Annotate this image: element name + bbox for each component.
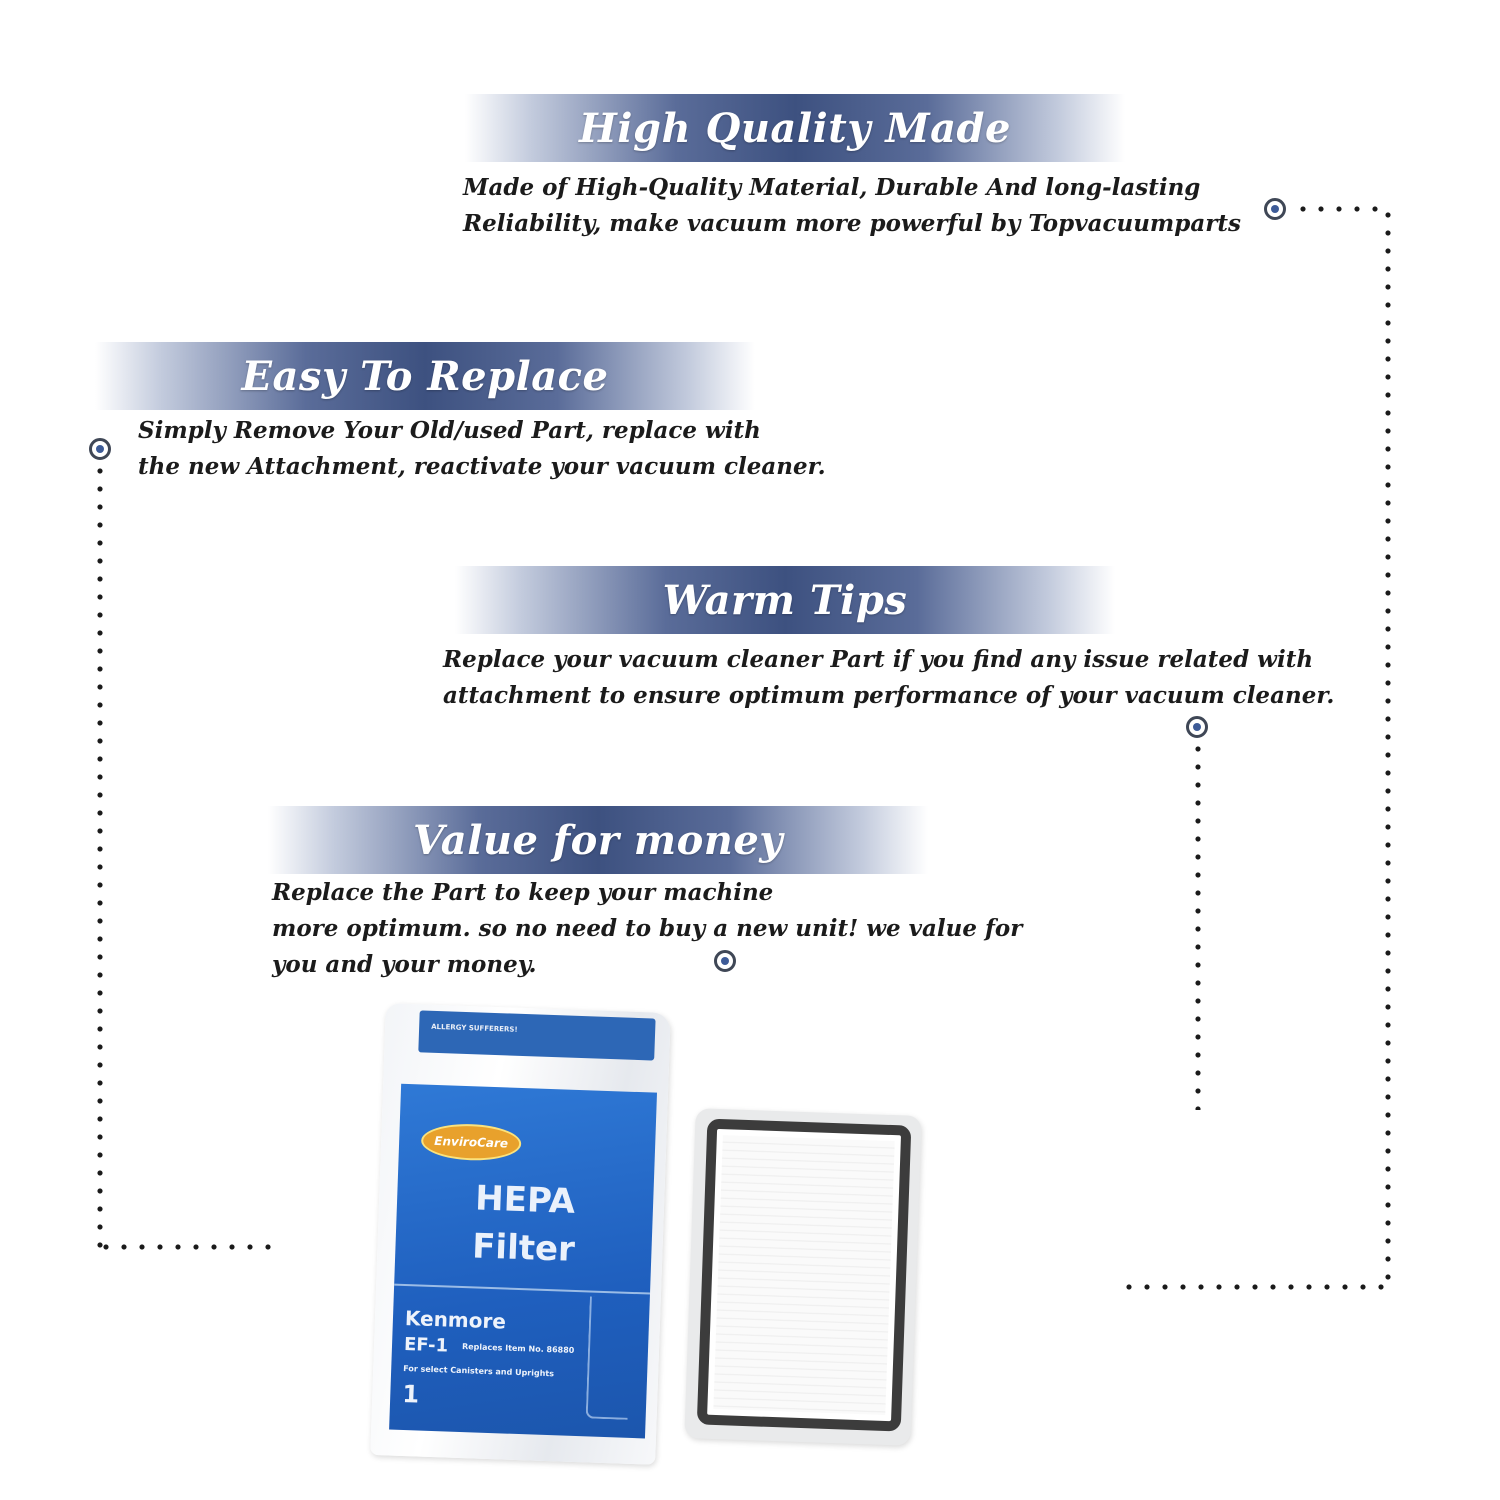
package-label: EnviroCare HEPA Filter Kenmore EF-1 Repl… (389, 1083, 658, 1439)
package-replaces-line: Replaces Item No. 86880 (461, 1342, 575, 1355)
banner-easy-replace: Easy To Replace (95, 342, 755, 410)
package-brand-line: Kenmore (404, 1306, 507, 1334)
section-description: Simply Remove Your Old/used Part, replac… (138, 413, 826, 485)
filter-media (713, 1135, 895, 1415)
dotted-connector (1195, 740, 1201, 1110)
dotted-connector (97, 1244, 279, 1250)
bullet-marker-icon (714, 950, 736, 972)
package-header-text: ALLERGY SUFFERERS! (431, 1022, 518, 1034)
package-divider (394, 1283, 651, 1295)
description-line: attachment to ensure optimum performance… (443, 682, 1335, 709)
package-header: ALLERGY SUFFERERS! (418, 1010, 656, 1061)
brand-logo-text: EnviroCare (434, 1133, 509, 1151)
vacuum-illustration-icon (585, 1296, 632, 1420)
hepa-filter-panel (684, 1108, 922, 1446)
dotted-connector (1120, 1284, 1392, 1290)
package-title-filter: Filter (471, 1226, 576, 1270)
section-description: Replace the Part to keep your machine mo… (272, 875, 1022, 983)
bullet-marker-icon (1264, 198, 1286, 220)
description-line: Replace your vacuum cleaner Part if you … (443, 646, 1314, 673)
banner-value-money: Value for money (268, 806, 928, 874)
description-line: Reliability, make vacuum more powerful b… (463, 210, 1241, 237)
package-select-line: For select Canisters and Uprights (403, 1363, 555, 1379)
package-count: 1 (401, 1379, 420, 1409)
brand-logo: EnviroCare (420, 1122, 522, 1162)
package-model-line: EF-1 (403, 1334, 449, 1357)
banner-warm-tips: Warm Tips (455, 566, 1115, 634)
description-line: you and your money. (272, 951, 537, 978)
bullet-marker-icon (1186, 716, 1208, 738)
filter-frame (696, 1118, 912, 1432)
package-title-hepa: HEPA (474, 1178, 576, 1222)
description-line: Made of High-Quality Material, Durable A… (463, 174, 1201, 201)
section-title: Easy To Replace (241, 352, 609, 400)
section-description: Replace your vacuum cleaner Part if you … (443, 642, 1334, 714)
filter-package: ALLERGY SUFFERERS! EnviroCare HEPA Filte… (370, 1003, 671, 1465)
description-line: Simply Remove Your Old/used Part, replac… (138, 417, 761, 444)
description-line: Replace the Part to keep your machine (272, 879, 774, 906)
dotted-connector (1385, 206, 1391, 1292)
description-line: the new Attachment, reactivate your vacu… (138, 453, 826, 480)
section-description: Made of High-Quality Material, Durable A… (463, 170, 1241, 242)
product-image: ALLERGY SUFFERERS! EnviroCare HEPA Filte… (338, 1000, 942, 1480)
description-line: more optimum. so no need to buy a new un… (272, 915, 1023, 942)
section-title: Warm Tips (662, 576, 908, 624)
section-title: High Quality Made (579, 104, 1011, 152)
bullet-marker-icon (89, 438, 111, 460)
dotted-connector (97, 462, 103, 1252)
section-title: Value for money (412, 816, 784, 864)
banner-high-quality: High Quality Made (465, 94, 1125, 162)
dotted-connector (1294, 206, 1390, 212)
